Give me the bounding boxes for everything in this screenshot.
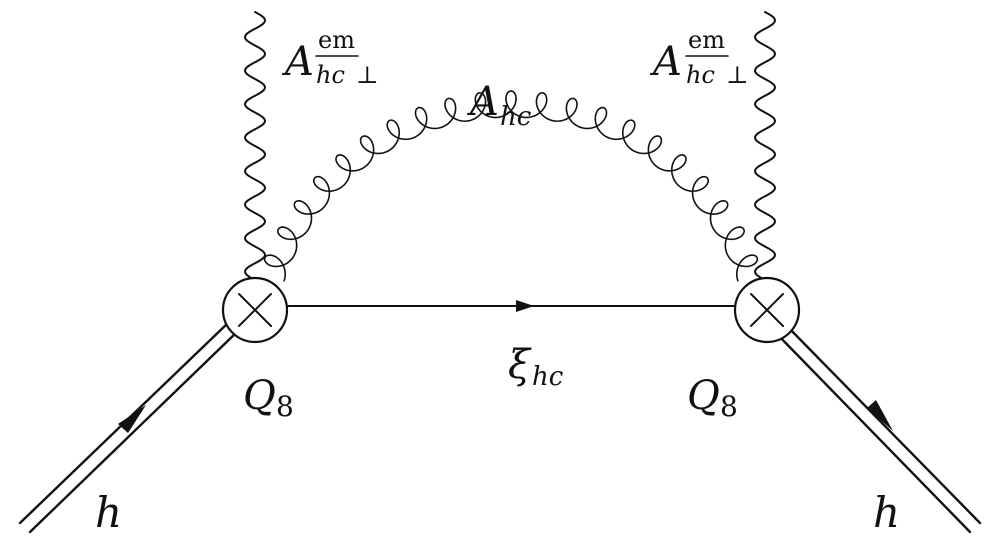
svg-text:hc: hc <box>686 61 715 89</box>
arrow-quark <box>516 300 534 312</box>
svg-text:8: 8 <box>276 390 294 423</box>
vertex-right <box>733 276 801 344</box>
svg-text:em: em <box>318 26 355 54</box>
photon-label-left: A em hc ⊥ <box>281 26 379 89</box>
svg-text:em: em <box>688 26 725 54</box>
svg-text:⊥: ⊥ <box>726 61 749 89</box>
photon-label-right: A em hc ⊥ <box>649 26 749 89</box>
vertex-label-right: Q 8 <box>687 373 738 423</box>
vertex-left <box>221 276 289 344</box>
photon-line-right <box>753 11 777 281</box>
heavy-label-right: h <box>873 488 900 537</box>
svg-text:Q: Q <box>687 373 720 419</box>
svg-text:A: A <box>649 39 682 85</box>
photon-line-left <box>243 11 267 281</box>
heavy-label-left: h <box>95 488 122 537</box>
quark-line <box>286 300 736 312</box>
vertex-label-left: Q 8 <box>243 373 294 423</box>
heavy-line-left <box>18 320 240 534</box>
svg-text:ξ: ξ <box>508 342 532 388</box>
quark-label: ξ hc <box>508 342 564 392</box>
gluon-line <box>263 90 759 282</box>
svg-text:hc: hc <box>532 362 564 392</box>
svg-text:⊥: ⊥ <box>356 61 379 89</box>
svg-text:hc: hc <box>316 61 345 89</box>
svg-text:A: A <box>466 79 499 125</box>
svg-text:Q: Q <box>243 373 276 419</box>
arrow-right-heavy <box>867 400 893 431</box>
svg-text:hc: hc <box>500 102 532 132</box>
arrow-left-heavy <box>118 405 146 433</box>
heavy-line-right <box>772 320 982 534</box>
svg-text:A: A <box>281 39 314 85</box>
gluon-label: A hc <box>466 79 532 132</box>
svg-text:8: 8 <box>720 390 738 423</box>
